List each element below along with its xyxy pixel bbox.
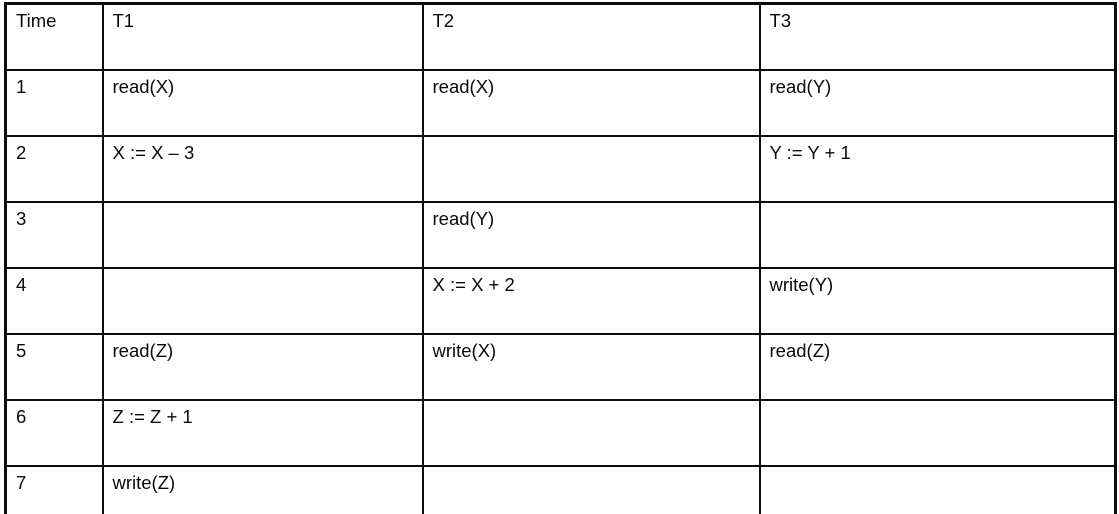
cell-t2-time1: read(X) <box>421 69 761 137</box>
cell-t3-time3 <box>758 201 1117 269</box>
transaction-schedule-table: Time T1 T2 T3 1 read(X) read(X) read(Y) … <box>4 2 1117 514</box>
cell-t1-time7: write(Z) <box>101 465 424 514</box>
cell-time-4: 4 <box>4 267 104 335</box>
cell-t2-time7 <box>421 465 761 514</box>
cell-time-7: 7 <box>4 465 104 514</box>
cell-t2-time6 <box>421 399 761 467</box>
cell-t2-time4: X := X + 2 <box>421 267 761 335</box>
cell-t3-time4: write(Y) <box>758 267 1117 335</box>
table-row: 4 X := X + 2 write(Y) <box>4 267 1117 335</box>
cell-t1-time6: Z := Z + 1 <box>101 399 424 467</box>
cell-time-1: 1 <box>4 69 104 137</box>
cell-t2-time3: read(Y) <box>421 201 761 269</box>
cell-t1-time4 <box>101 267 424 335</box>
col-header-t1: T1 <box>101 2 424 71</box>
cell-t3-time1: read(Y) <box>758 69 1117 137</box>
cell-t1-time3 <box>101 201 424 269</box>
col-header-t2: T2 <box>421 2 761 71</box>
cell-t3-time2: Y := Y + 1 <box>758 135 1117 203</box>
cell-time-3: 3 <box>4 201 104 269</box>
cell-t2-time5: write(X) <box>421 333 761 401</box>
cell-t3-time5: read(Z) <box>758 333 1117 401</box>
cell-t1-time2: X := X – 3 <box>101 135 424 203</box>
cell-t1-time5: read(Z) <box>101 333 424 401</box>
table-row: 7 write(Z) <box>4 465 1117 514</box>
cell-t2-time2 <box>421 135 761 203</box>
cell-t1-time1: read(X) <box>101 69 424 137</box>
table-row: 5 read(Z) write(X) read(Z) <box>4 333 1117 401</box>
cell-t3-time6 <box>758 399 1117 467</box>
col-header-time: Time <box>4 2 104 71</box>
table-row: 1 read(X) read(X) read(Y) <box>4 69 1117 137</box>
cell-time-5: 5 <box>4 333 104 401</box>
header-row: Time T1 T2 T3 <box>4 2 1117 71</box>
table-row: 2 X := X – 3 Y := Y + 1 <box>4 135 1117 203</box>
table-row: 3 read(Y) <box>4 201 1117 269</box>
cell-t3-time7 <box>758 465 1117 514</box>
cell-time-2: 2 <box>4 135 104 203</box>
cell-time-6: 6 <box>4 399 104 467</box>
table-row: 6 Z := Z + 1 <box>4 399 1117 467</box>
col-header-t3: T3 <box>758 2 1117 71</box>
